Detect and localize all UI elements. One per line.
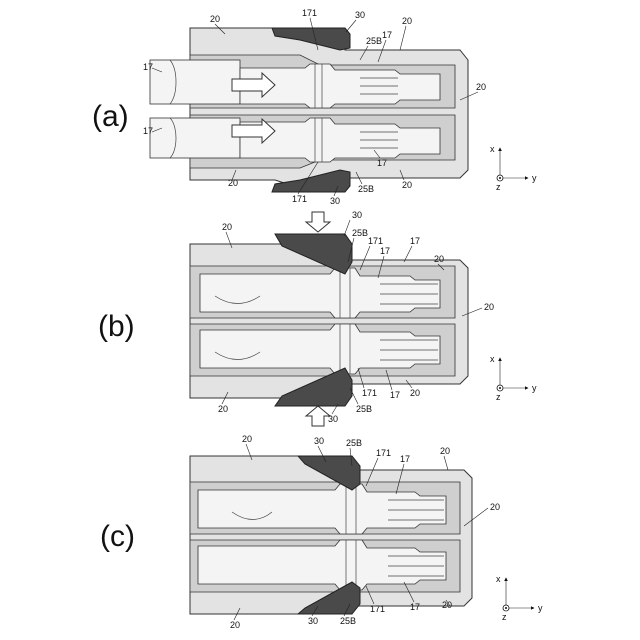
label-30: 30 [355,10,365,20]
label-171: 171 [302,8,317,18]
panel-a-label: (a) [92,100,129,133]
label-17: 17 [382,30,392,40]
label-171: 171 [370,604,385,614]
cable-17-lower-a [150,118,240,158]
axis-indicator-c: x y z [496,574,543,622]
label-20: 20 [222,222,232,232]
label-30: 30 [308,616,318,626]
axis-x-label: x [490,144,495,154]
label-171: 171 [368,236,383,246]
press-arrow-up-b [306,406,330,426]
label-171: 171 [376,448,391,458]
label-20: 20 [228,178,238,188]
label-20: 20 [230,620,240,630]
axis-x-label: x [496,574,501,584]
label-17: 17 [400,454,410,464]
panel-b-label: (b) [98,310,135,343]
label-20: 20 [484,302,494,312]
label-30: 30 [330,196,340,206]
label-17: 17 [143,126,153,136]
axis-y-label: y [538,603,543,613]
label-20: 20 [434,254,444,264]
label-25b: 25B [358,184,374,194]
label-25b: 25B [366,36,382,46]
axis-y-label: y [532,383,537,393]
panel-c-label: (c) [100,520,135,553]
label-30: 30 [328,414,338,424]
label-17: 17 [390,390,400,400]
label-20: 20 [410,388,420,398]
axis-z-label: z [502,612,507,622]
axis-indicator-a: x y z [490,144,537,192]
label-25b: 25B [356,404,372,414]
label-171: 171 [362,388,377,398]
panel-a: (a) 20 171 30 25B 17 20 [92,8,537,206]
label-20: 20 [242,434,252,444]
label-20: 20 [402,16,412,26]
label-20: 20 [476,82,486,92]
label-17: 17 [143,62,153,72]
label-30: 30 [352,210,362,220]
axis-z-label: z [496,182,501,192]
label-25b: 25B [340,616,356,626]
press-arrow-down-b [306,212,330,232]
label-17: 17 [410,236,420,246]
label-17: 17 [410,602,420,612]
label-20: 20 [440,446,450,456]
label-20: 20 [490,502,500,512]
axis-y-label: y [532,173,537,183]
label-17: 17 [377,158,387,168]
axis-indicator-b: x y z [490,354,537,402]
label-25b: 25B [346,438,362,448]
label-171: 171 [292,194,307,204]
label-17: 17 [380,246,390,256]
label-20: 20 [210,14,220,24]
cable-17-upper-a [150,60,240,104]
label-20: 20 [218,404,228,414]
panel-c: (c) 20 30 25B 171 17 20 20 20 30 25B 171… [100,434,543,630]
label-30: 30 [314,436,324,446]
label-25b: 25B [352,228,368,238]
axis-x-label: x [490,354,495,364]
label-20: 20 [402,180,412,190]
panel-b: (b) 20 30 25B 171 17 17 20 20 20 30 25B … [98,210,537,424]
axis-z-label: z [496,392,501,402]
